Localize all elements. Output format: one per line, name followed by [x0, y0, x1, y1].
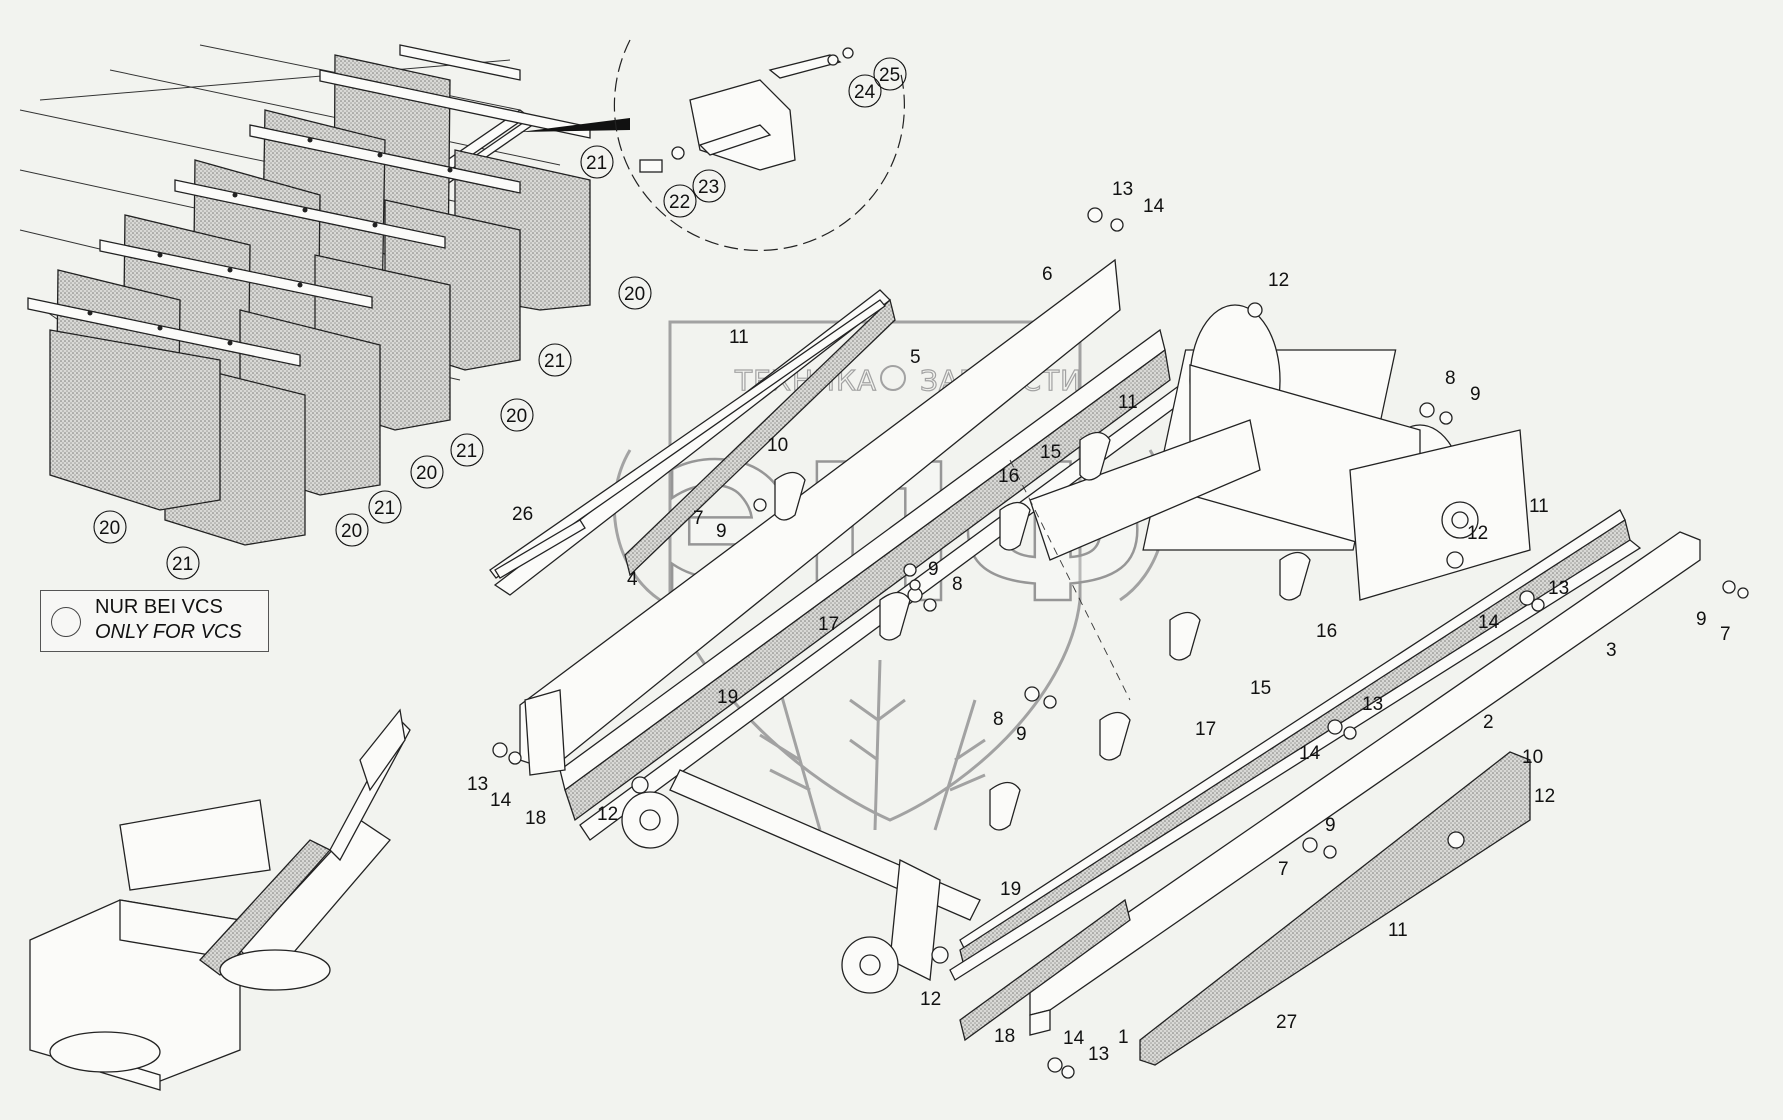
- callout-12-d: 12: [1534, 786, 1555, 807]
- callout-20-c: 20: [416, 463, 437, 484]
- callout-14-b: 14: [1478, 612, 1500, 633]
- callout-2: 2: [1483, 712, 1494, 733]
- callout-9-b: 9: [716, 521, 727, 542]
- circle-marker-icon: [51, 607, 81, 637]
- callout-13-e: 13: [1088, 1044, 1109, 1065]
- legend-line-en: ONLY FOR VCS: [95, 621, 242, 643]
- callout-21-a: 21: [586, 153, 607, 174]
- callout-11-c: 11: [1529, 496, 1549, 517]
- callout-9-f: 9: [1325, 815, 1336, 836]
- callout-8-b: 8: [952, 574, 963, 595]
- callout-14-e: 14: [1063, 1028, 1085, 1049]
- callout-13-a: 13: [1112, 179, 1133, 200]
- callout-20-a: 20: [624, 284, 645, 305]
- callout-21-d: 21: [374, 498, 395, 519]
- callout-20-d: 20: [341, 521, 362, 542]
- vcs-flap-assembly: [19, 44, 591, 546]
- callout-21-c: 21: [456, 441, 477, 462]
- callout-9-d: 9: [1696, 609, 1707, 630]
- callout-12-b: 12: [1467, 523, 1488, 544]
- callout-23: 23: [698, 177, 719, 198]
- callout-17-a: 17: [818, 614, 839, 635]
- callout-19-a: 19: [717, 687, 738, 708]
- callout-8-c: 8: [993, 709, 1004, 730]
- callout-7-c: 7: [1278, 859, 1289, 880]
- vcs-legend: NUR BEI VCS ONLY FOR VCS: [40, 590, 269, 652]
- callout-3: 3: [1606, 640, 1617, 661]
- callout-21-e: 21: [172, 554, 193, 575]
- callout-25: 25: [879, 65, 900, 86]
- callout-8-a: 8: [1445, 368, 1456, 389]
- callout-22: 22: [669, 192, 690, 213]
- detail-pointer: [520, 118, 630, 132]
- callout-26: 26: [512, 504, 533, 525]
- callout-7-b: 7: [1720, 624, 1731, 645]
- conveyor-assembly: [489, 207, 1749, 1079]
- callout-13-b: 13: [1548, 578, 1569, 599]
- callout-16-a: 16: [998, 466, 1019, 487]
- callout-21-b: 21: [544, 351, 565, 372]
- drive-drum: [1142, 304, 1531, 601]
- callout-11-b: 11: [1118, 392, 1138, 413]
- callout-17-b: 17: [1195, 719, 1216, 740]
- callout-15-b: 15: [1250, 678, 1271, 699]
- callout-20-b: 20: [506, 406, 527, 427]
- callout-9-e: 9: [1016, 724, 1027, 745]
- callout-9-c: 9: [928, 559, 939, 580]
- callout-15-a: 15: [1040, 442, 1061, 463]
- legend-line-de: NUR BEI VCS: [95, 596, 223, 618]
- callout-10-b: 10: [1522, 747, 1543, 768]
- callout-7-a: 7: [693, 508, 704, 529]
- callout-9-a: 9: [1470, 384, 1481, 405]
- machine-overview: [29, 708, 411, 1091]
- callout-18-a: 18: [525, 808, 546, 829]
- detail-view: [613, 39, 905, 251]
- callout-20-e: 20: [99, 518, 120, 539]
- callout-16-b: 16: [1316, 621, 1337, 642]
- callout-14-d: 14: [490, 790, 512, 811]
- callout-5: 5: [910, 347, 921, 368]
- callout-24: 24: [854, 82, 876, 103]
- callout-14-a: 14: [1143, 196, 1165, 217]
- callout-labels: 21 20 21 20 21 20 21 20 20 21 25 24 22 2…: [93, 57, 1731, 1065]
- callout-4: 4: [627, 569, 638, 590]
- callout-11-a: 11: [729, 327, 749, 348]
- callout-1: 1: [1118, 1027, 1129, 1048]
- callout-19-b: 19: [1000, 879, 1021, 900]
- callout-14-c: 14: [1299, 743, 1321, 764]
- callout-11-d: 11: [1388, 920, 1408, 941]
- callout-13-d: 13: [467, 774, 488, 795]
- callout-6: 6: [1042, 264, 1053, 285]
- callout-27: 27: [1276, 1012, 1297, 1033]
- callout-10-a: 10: [767, 435, 788, 456]
- callout-12-a: 12: [1268, 270, 1289, 291]
- callout-12-e: 12: [920, 989, 941, 1010]
- callout-12-c: 12: [597, 804, 618, 825]
- callout-18-b: 18: [994, 1026, 1015, 1047]
- callout-13-c: 13: [1362, 694, 1383, 715]
- gear-icon: [880, 365, 906, 391]
